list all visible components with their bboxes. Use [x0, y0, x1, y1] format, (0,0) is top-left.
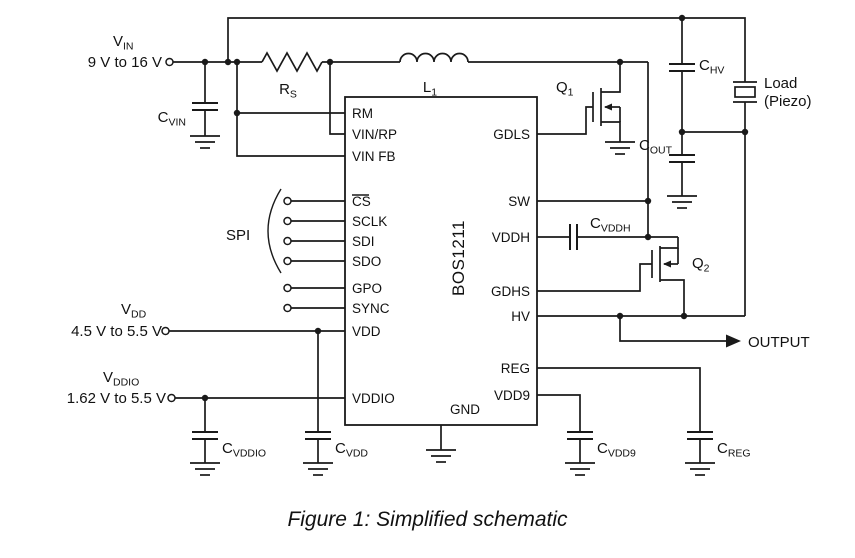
sdo-terminal: [283, 256, 292, 266]
vdd-range: 4.5 V to 5.5 V: [71, 323, 162, 340]
chv-cout-column: CHV COUT: [639, 18, 745, 209]
spi-label: SPI: [226, 227, 250, 244]
piezo-crystal: [734, 86, 756, 98]
q1-body-arrow: [604, 103, 612, 111]
ground-symbol: [189, 135, 221, 149]
vdd-label: VDD: [121, 301, 147, 321]
pin-vddh: VDDH: [492, 230, 530, 245]
ground-symbol: [604, 141, 636, 155]
ground-symbol: [564, 462, 596, 476]
cvddh-label: CVDDH: [590, 215, 631, 235]
q1-mosfet: Q1: [537, 62, 636, 155]
figure-caption: Figure 1: Simplified schematic: [287, 508, 568, 531]
cvin-capacitor: CVIN: [158, 62, 221, 149]
pin-sdi: SDI: [352, 234, 375, 249]
chv-label: CHV: [699, 57, 724, 77]
vin-source: VIN 9 V to 16 V: [88, 33, 262, 71]
pin-sync: SYNC: [352, 301, 390, 316]
pin-cs: CS: [352, 194, 371, 209]
capacitor-symbol: [686, 431, 714, 440]
rs-label: RS: [279, 81, 297, 101]
sdi-terminal: [283, 236, 292, 246]
capacitor-symbol: [569, 223, 578, 251]
pin-vdd: VDD: [352, 324, 381, 339]
cs-terminal: [283, 196, 292, 206]
l1-inductor: L1: [399, 52, 469, 99]
ic-bos1211: BOS1211 RM VIN/RP VIN FB CS SCLK SDI SDO…: [344, 96, 538, 426]
capacitor-symbol: [304, 431, 332, 440]
rs-resistor: RS: [261, 51, 323, 101]
cvddio-capacitor: CVDDIO: [189, 398, 266, 476]
pin-sclk: SCLK: [352, 214, 387, 229]
cvdd9-capacitor: CVDD9: [537, 394, 636, 476]
pin-vinfb: VIN FB: [352, 149, 396, 164]
pin-vinrp: VIN/RP: [352, 127, 397, 142]
vddio-terminal: [167, 393, 176, 403]
sync-terminal: [283, 303, 292, 313]
vddio-label: VDDIO: [103, 369, 139, 389]
output: OUTPUT: [619, 316, 810, 351]
cvin-label: CVIN: [158, 109, 186, 129]
pin-sw: SW: [508, 194, 530, 209]
cout-label: COUT: [639, 137, 673, 157]
ground-symbol: [302, 462, 334, 476]
q2-label: Q2: [692, 255, 710, 275]
ground-symbol: [666, 195, 698, 209]
pin-gpo: GPO: [352, 281, 382, 296]
spi-interface: SPI: [226, 188, 345, 313]
pin-gnd: GND: [450, 402, 480, 417]
top-rail: [227, 17, 746, 82]
pin-gdls: GDLS: [493, 127, 530, 142]
spi-bracket: [267, 188, 282, 274]
vin-range: 9 V to 16 V: [88, 54, 162, 71]
cvdd9-label: CVDD9: [597, 440, 636, 460]
vdd-source: VDD 4.5 V to 5.5 V: [71, 301, 345, 340]
pin-gdhs: GDHS: [491, 284, 530, 299]
vin-label: VIN: [113, 33, 134, 53]
vdd-terminal: [161, 326, 170, 336]
vin-terminal: [165, 57, 174, 67]
q2-mosfet: Q2: [537, 237, 710, 316]
cvddh-capacitor: CVDDH: [537, 215, 678, 251]
ic-ground: [425, 425, 457, 463]
piezo-load: Load (Piezo): [733, 75, 812, 316]
sclk-terminal: [283, 216, 292, 226]
capacitor-symbol: [566, 431, 594, 440]
pin-hv: HV: [511, 309, 530, 324]
pin-vddio: VDDIO: [352, 391, 395, 406]
cvdd-capacitor: CVDD: [302, 331, 368, 476]
cvdd-label: CVDD: [335, 440, 368, 460]
creg-capacitor: CREG: [537, 367, 751, 476]
capacitor-symbol: [668, 154, 696, 163]
ground-symbol: [684, 462, 716, 476]
q1-label: Q1: [556, 79, 574, 99]
output-label: OUTPUT: [748, 334, 810, 351]
pin-reg: REG: [501, 361, 530, 376]
pin-sdo: SDO: [352, 254, 381, 269]
gpo-terminal: [283, 283, 292, 293]
ground-symbol: [425, 449, 457, 463]
schematic-canvas: VIN 9 V to 16 V CVIN RS L1 BOS1211 RM VI…: [67, 14, 812, 476]
output-arrow: [726, 334, 741, 348]
cvddio-label: CVDDIO: [222, 440, 266, 460]
capacitor-symbol: [668, 63, 696, 72]
vddio-range: 1.62 V to 5.5 V: [67, 390, 166, 407]
capacitor-symbol: [191, 431, 219, 440]
load-label-line2: (Piezo): [764, 93, 812, 110]
junction-dots: [201, 14, 749, 402]
pin-vdd9: VDD9: [494, 388, 530, 403]
sense-wiring: [236, 62, 345, 157]
pin-rm: RM: [352, 106, 373, 121]
load-label-line1: Load: [764, 75, 797, 92]
l1-label: L1: [423, 79, 437, 99]
vddio-source: VDDIO 1.62 V to 5.5 V: [67, 369, 345, 407]
ground-symbol: [189, 462, 221, 476]
creg-label: CREG: [717, 440, 751, 460]
capacitor-symbol: [191, 102, 219, 111]
ic-name: BOS1211: [449, 220, 468, 296]
q2-body-arrow: [663, 260, 671, 268]
